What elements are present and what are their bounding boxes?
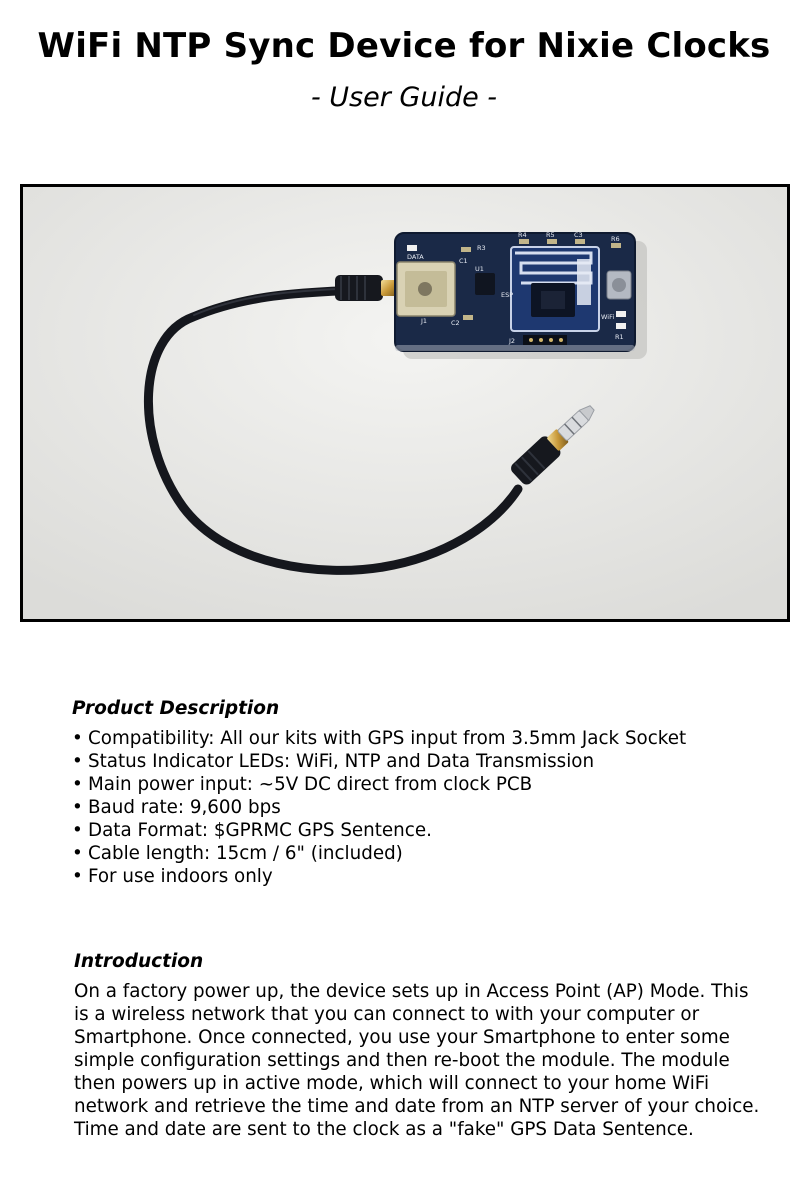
list-item: Compatibility: All our kits with GPS inp… — [72, 727, 772, 750]
pcb-label-wifi: WiFi — [601, 313, 614, 321]
pcb-label-c3: C3 — [574, 231, 583, 239]
pcb-label-c1: C1 — [459, 257, 468, 265]
data-led — [407, 245, 417, 251]
pcb-label-r1: R1 — [615, 333, 624, 341]
list-item: Cable length: 15cm / 6" (included) — [72, 842, 772, 865]
introduction-section: Introduction On a factory power up, the … — [74, 951, 774, 1141]
header-j2 — [523, 335, 567, 345]
list-item: For use indoors only — [72, 865, 772, 888]
pcb-label-c2: C2 — [451, 319, 460, 327]
list-item: Main power input: ~5V DC direct from clo… — [72, 773, 772, 796]
ntp-led — [616, 323, 626, 329]
pcb-label-r4: R4 — [518, 231, 527, 239]
pcb-label-r5: R5 — [546, 231, 555, 239]
pcb-board: DATA R3 R4 R5 C3 R6 C1 U1 ESP J1 C2 J2 W… — [394, 231, 636, 352]
product-description-list: Compatibility: All our kits with GPS inp… — [72, 727, 772, 888]
audio-cable — [144, 285, 523, 575]
pcb-label-data: DATA — [407, 253, 424, 261]
wifi-led — [616, 311, 626, 317]
page-subtitle: - User Guide - — [310, 82, 498, 113]
list-item: Data Format: $GPRMC GPS Sentence. — [72, 819, 772, 842]
pcb-label-j1: J1 — [420, 317, 427, 325]
introduction-heading: Introduction — [74, 951, 204, 972]
jack-plug-free-end — [511, 405, 595, 485]
regulator-chip — [475, 273, 495, 295]
pcb-label-r3: R3 — [477, 244, 486, 252]
pcb-label-r6: R6 — [611, 235, 620, 243]
product-photo: DATA R3 R4 R5 C3 R6 C1 U1 ESP J1 C2 J2 W… — [20, 184, 790, 622]
list-item: Baud rate: 9,600 bps — [72, 796, 772, 819]
pcb-label-j2: J2 — [508, 337, 515, 345]
jack-plug-board-end — [335, 275, 397, 301]
introduction-text: On a factory power up, the device sets u… — [74, 981, 760, 1140]
list-item: Status Indicator LEDs: WiFi, NTP and Dat… — [72, 750, 772, 773]
product-description-heading: Product Description — [72, 698, 280, 719]
pcb-label-u1: U1 — [475, 265, 484, 273]
pcb-label-esp: ESP — [501, 291, 513, 299]
product-photo-illustration: DATA R3 R4 R5 C3 R6 C1 U1 ESP J1 C2 J2 W… — [23, 187, 787, 619]
product-description-section: Product Description Compatibility: All o… — [72, 698, 772, 888]
page-title: WiFi NTP Sync Device for Nixie Clocks — [37, 26, 771, 66]
